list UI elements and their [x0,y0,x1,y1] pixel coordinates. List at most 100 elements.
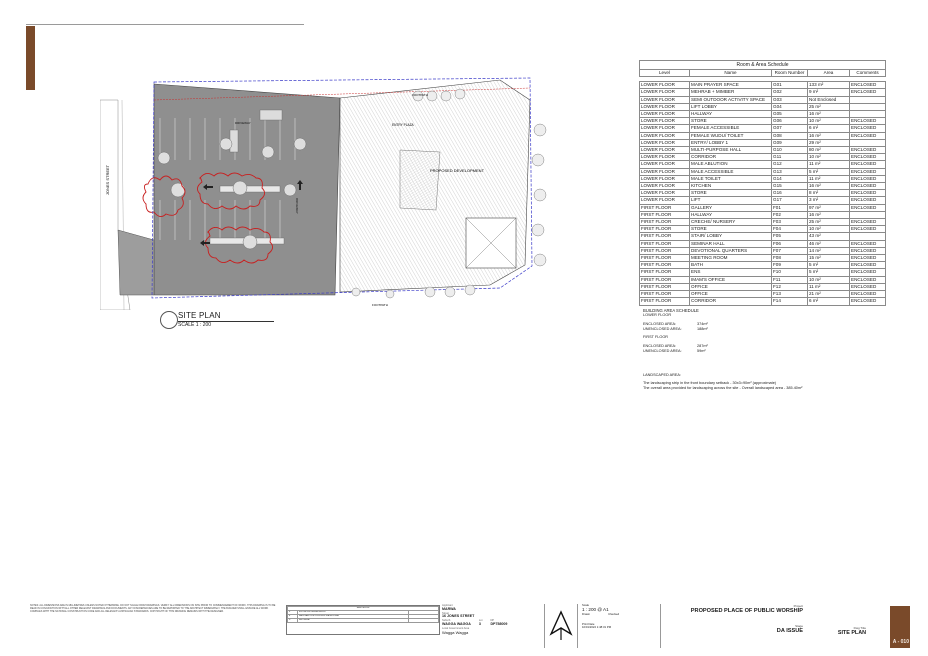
table-cell: 43 m² [807,232,850,241]
table-cell: ENCLOSED [848,254,887,263]
table-cell: 10 m² [807,153,850,162]
table-cell: G17 [771,196,808,205]
table-cell: G06 [771,117,808,126]
print-date-value: 10/01/2022 1:48:31 PM [582,625,612,630]
table-cell: ENCLOSED [848,167,887,176]
table-cell: ENCLOSED [848,160,887,169]
table-cell: 16 m² [807,131,850,140]
table-cell: FIRST FLOOR [639,290,690,299]
table-cell: 8 m² [807,189,850,198]
table-cell: FIRST FLOOR [639,218,690,227]
footpath-top-label: FOOTPATH [412,93,428,97]
table-cell: MALE TOILET [689,174,772,184]
table-cell: FIRST FLOOR [639,225,690,234]
table-cell: G03 [771,95,808,104]
table-cell [848,210,887,220]
drawing-title-details: Dwg Title SITE PLAN [806,604,866,648]
table-cell: 10 m² [807,275,850,284]
table-cell: SEMI OUTDOOR ACTIVITY SPACE [689,95,772,104]
table-cell: STORE [689,117,772,126]
table-cell: LOWER FLOOR [639,124,690,133]
general-notes: NOTES: ALL DIMENSIONS ARE IN MILLIMETRES… [30,604,276,614]
table-cell: F04 [771,225,808,234]
table-cell: FIRST FLOOR [639,261,690,270]
table-cell: ENCLOSED [848,131,887,140]
table-cell: LOWER FLOOR [639,196,690,205]
table-cell: ENCLOSED [848,203,887,212]
table-cell: STORE [689,225,772,234]
project-value: PROPOSED PLACE OF PUBLIC WORSHIP [690,608,803,614]
dp-value: DP758009 [490,621,508,626]
table-cell: ENCLOSED [848,275,887,284]
landscape-heading: LANDSCAPED AREA: [643,373,681,377]
table-cell: ENCLOSED [848,268,887,277]
table-cell: ENCLOSED [848,218,887,227]
car-park-trees [157,137,307,250]
table-cell: 5 m² [807,268,850,277]
table-cell: CORRIDOR [689,153,772,162]
table-cell [848,232,887,241]
landscape-line: The landscaping strip in the front bound… [643,381,777,385]
table-cell: FIRST FLOOR [639,254,690,263]
project-label: Project [793,604,803,608]
table-cell: LOWER FLOOR [639,110,690,119]
schedule-caption: Room & Area Schedule [638,60,887,70]
perimeter-trees [351,88,547,299]
building-area-heading: BUILDING AREA SCHEDULE [643,308,699,313]
sheet-number-block: A - 010 [870,604,910,648]
table-cell: FIRST FLOOR [639,268,690,277]
table-cell: G04 [771,102,808,112]
table-cell: LOWER FLOOR [639,88,690,97]
proposed-development-label: PROPOSED DEVELOPMENT [430,168,485,173]
area-label: ENCLOSED AREA: [643,322,677,326]
area-label: UNENCLOSED AREA: [643,349,682,353]
table-cell: FEMALE ACCESSIBLE [689,124,772,133]
table-cell: LOWER FLOOR [639,182,690,191]
table-cell: 16 m² [807,182,850,191]
table-cell: ENCLOSED [848,124,887,133]
table-cell: MAIN PRAYER SPACE [689,81,772,90]
first-floor-label: FIRST FLOOR [643,335,669,339]
scale-details: Scale 1 : 200 @ A1 Drawn Checked Print D… [582,603,656,648]
table-cell: ENCLOSED [848,189,887,198]
table-cell: G14 [771,174,808,184]
checked-label: Checked [608,612,620,617]
table-cell: ENTRY/ LOBBY 1 [689,138,772,148]
table-cell: 10 m² [807,225,850,234]
table-cell: CRECHE/ NURSERY [689,218,772,227]
revision-cell: DA ISSUE [296,618,410,623]
suburb-value: WAGGA WAGGA [442,621,471,626]
schedule-column-header: Name [689,68,772,78]
table-cell: 6 m² [807,297,850,306]
table-cell: FIRST FLOOR [639,275,690,284]
table-cell: ENS [689,268,772,277]
table-cell: LIFT LOBBY [689,102,772,112]
table-cell: FIRST FLOOR [639,297,690,306]
revision-cell [408,618,439,623]
print-date-label: Print Date [582,621,595,626]
table-cell [848,110,887,119]
table-cell [848,95,887,104]
parking-island [219,185,281,193]
lot-label: Lot [478,619,483,623]
table-cell: 6 m² [807,124,850,133]
table-cell: 25 m² [807,218,850,227]
drawing-scale: SCALE 1 : 200 [178,322,212,328]
table-cell: ENCLOSED [848,117,887,126]
table-cell: ENCLOSED [848,174,887,184]
drawing-title-mark: SITE PLAN SCALE 1 : 200 [160,311,360,333]
